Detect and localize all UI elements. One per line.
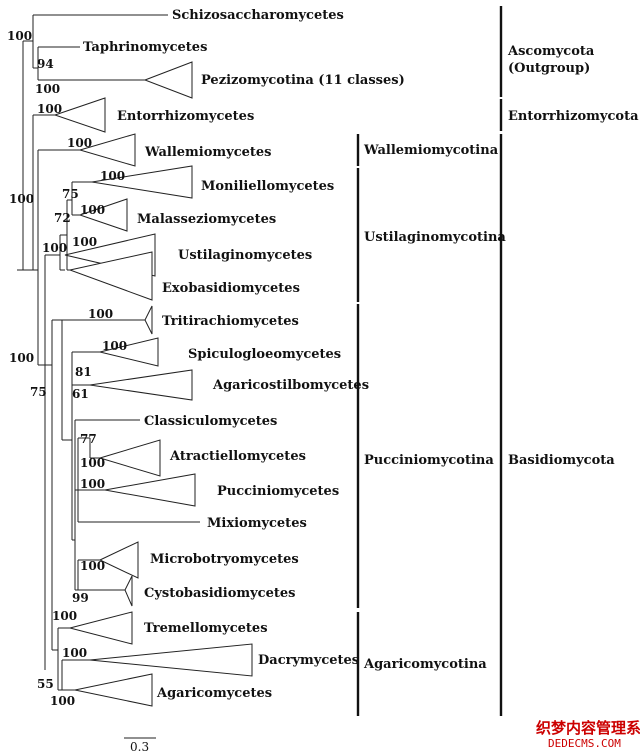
- phylum-label: Entorrhizomycota: [508, 109, 639, 124]
- watermark: 织梦内容管理系统 DEDECMS.COM: [536, 719, 640, 750]
- clade-triangle: [89, 643, 253, 677]
- subphylum-label: Wallemiomycotina: [363, 143, 499, 158]
- support-value: 100: [50, 694, 75, 708]
- support-value: 100: [9, 192, 34, 206]
- taxon-label: Exobasidiomycetes: [162, 281, 300, 296]
- support-value: 94: [37, 57, 54, 71]
- clade-triangle: [104, 473, 196, 507]
- collapsed-clades: [53, 61, 253, 707]
- support-values: 100 94 100 100 100 100 75 100 72 100 100…: [7, 29, 127, 708]
- taxon-label: Spiculogloeomycetes: [188, 347, 341, 362]
- clade-triangle: [78, 133, 136, 167]
- scale-bar-label: 0.3: [130, 740, 149, 754]
- support-value: 81: [75, 365, 92, 379]
- support-value: 100: [100, 169, 125, 183]
- subphylum-label: Pucciniomycotina: [364, 453, 494, 468]
- taxon-label: Pucciniomycetes: [217, 484, 339, 499]
- taxon-label: Malasseziomycetes: [137, 212, 276, 227]
- clade-triangle: [98, 541, 139, 579]
- support-value: 100: [102, 339, 127, 353]
- taxon-label: Atractiellomycetes: [169, 449, 306, 464]
- support-value: 100: [35, 82, 60, 96]
- clade-triangle: [74, 673, 153, 707]
- clade-triangle: [124, 575, 133, 607]
- taxon-label: Microbotryomycetes: [150, 552, 299, 567]
- clade-triangle: [68, 251, 153, 301]
- taxon-label: Moniliellomycetes: [201, 179, 334, 194]
- clade-triangle: [99, 337, 159, 367]
- taxon-label: Ustilaginomycetes: [178, 248, 312, 263]
- taxon-label: Agaricomycetes: [156, 686, 272, 701]
- clade-triangle: [89, 369, 193, 401]
- watermark-url: DEDECMS.COM: [548, 737, 621, 750]
- support-value: 100: [7, 29, 32, 43]
- support-value: 100: [80, 456, 105, 470]
- taxon-label: Taphrinomycetes: [83, 40, 207, 55]
- clade-triangle: [144, 305, 153, 335]
- phylum-brackets: Ascomycota (Outgroup) Entorrhizomycota B…: [499, 6, 639, 716]
- taxon-label: Cystobasidiomycetes: [144, 586, 295, 601]
- clade-triangle: [78, 198, 128, 232]
- support-value: 99: [72, 591, 89, 605]
- phylum-label: Basidiomycota: [508, 453, 615, 468]
- phylum-label: (Outgroup): [508, 61, 590, 76]
- taxon-label: Tremellomycetes: [144, 621, 268, 636]
- taxon-label: Classiculomycetes: [144, 414, 277, 429]
- taxon-label: Entorrhizomycetes: [117, 109, 254, 124]
- taxon-label: Agaricostilbomycetes: [212, 378, 369, 393]
- support-value: 100: [42, 241, 67, 255]
- taxon-label: Wallemiomycetes: [144, 145, 272, 160]
- support-value: 100: [67, 136, 92, 150]
- taxon-label: Pezizomycotina (11 classes): [201, 73, 405, 88]
- support-value: 61: [72, 387, 89, 401]
- support-value: 100: [62, 646, 87, 660]
- clade-triangle: [53, 97, 106, 133]
- support-value: 100: [37, 102, 62, 116]
- support-value-basidio-root: 100: [9, 351, 34, 365]
- subphylum-label: Agaricomycotina: [363, 657, 487, 672]
- support-value: 55: [37, 677, 54, 691]
- phylum-label: Ascomycota: [507, 44, 595, 59]
- clade-triangle: [98, 439, 161, 477]
- support-value: 77: [80, 432, 97, 446]
- scale-bar: 0.3: [124, 737, 156, 754]
- support-value: 100: [88, 307, 113, 321]
- support-value: 100: [72, 235, 97, 249]
- clade-triangle: [91, 165, 193, 199]
- watermark-text: 织梦内容管理系统: [536, 719, 640, 737]
- support-value: 75: [30, 385, 47, 399]
- subphylum-label: Ustilaginomycotina: [364, 230, 506, 245]
- support-value: 100: [80, 477, 105, 491]
- support-value: 100: [52, 609, 77, 623]
- clade-triangle: [143, 61, 193, 99]
- support-value: 75: [62, 187, 79, 201]
- subphylum-brackets: Wallemiomycotina Ustilaginomycotina Pucc…: [356, 134, 506, 716]
- clade-triangle: [69, 611, 133, 645]
- taxon-label: Tritirachiomycetes: [162, 314, 299, 329]
- taxon-label: Schizosaccharomycetes: [172, 8, 344, 23]
- support-value: 72: [54, 211, 71, 225]
- taxon-labels: Schizosaccharomycetes Taphrinomycetes Pe…: [83, 8, 405, 701]
- taxon-label: Dacrymycetes: [258, 653, 359, 668]
- taxon-label: Mixiomycetes: [207, 516, 307, 531]
- support-value: 100: [80, 559, 105, 573]
- support-value: 100: [80, 203, 105, 217]
